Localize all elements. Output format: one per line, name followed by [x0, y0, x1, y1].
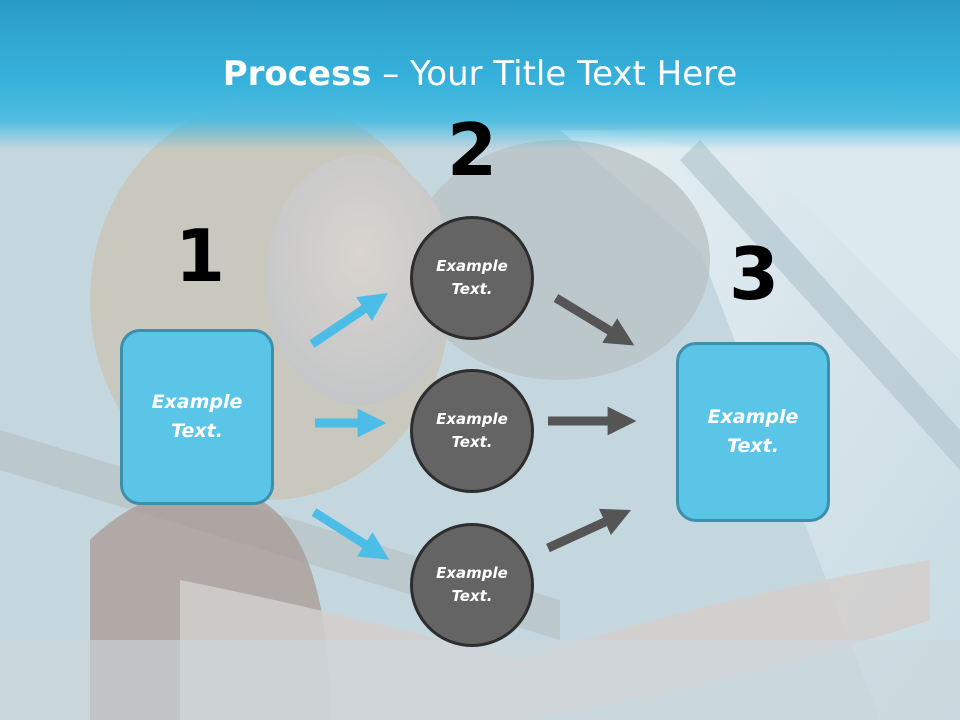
blue-arrow-down [311, 508, 390, 560]
circle-top-line1: Example [436, 257, 508, 275]
title-bold: Process [222, 54, 372, 94]
circle-top-line2: Text. [451, 280, 493, 298]
circle-middle-line1: Example [436, 410, 508, 428]
title-rest: – Your Title Text Here [371, 54, 738, 94]
circle-bottom-line2: Text. [451, 587, 493, 605]
circle-bottom-line1: Example [436, 564, 508, 582]
circle-middle-line2: Text. [451, 433, 493, 451]
step2-circle-bottom: Example Text. [410, 523, 534, 647]
dark-arrow-down [553, 294, 635, 346]
dark-arrow-up [546, 508, 632, 553]
step-number-1: 1 [174, 214, 226, 298]
step1-box-line1: Example [151, 391, 243, 413]
title-banner [0, 0, 960, 150]
step2-circle-top: Example Text. [410, 216, 534, 340]
step3-box-line2: Text. [727, 435, 779, 457]
step-number-3: 3 [728, 232, 780, 316]
step1-box: Example Text. [120, 329, 274, 505]
step2-circle-middle: Example Text. [410, 369, 534, 493]
slide-title: Process – Your Title Text Here [0, 52, 960, 96]
step-number-2: 2 [446, 108, 498, 192]
step3-box: Example Text. [676, 342, 830, 522]
step3-box-line1: Example [707, 406, 799, 428]
step1-box-line2: Text. [171, 420, 223, 442]
blue-arrow-up [309, 292, 388, 348]
